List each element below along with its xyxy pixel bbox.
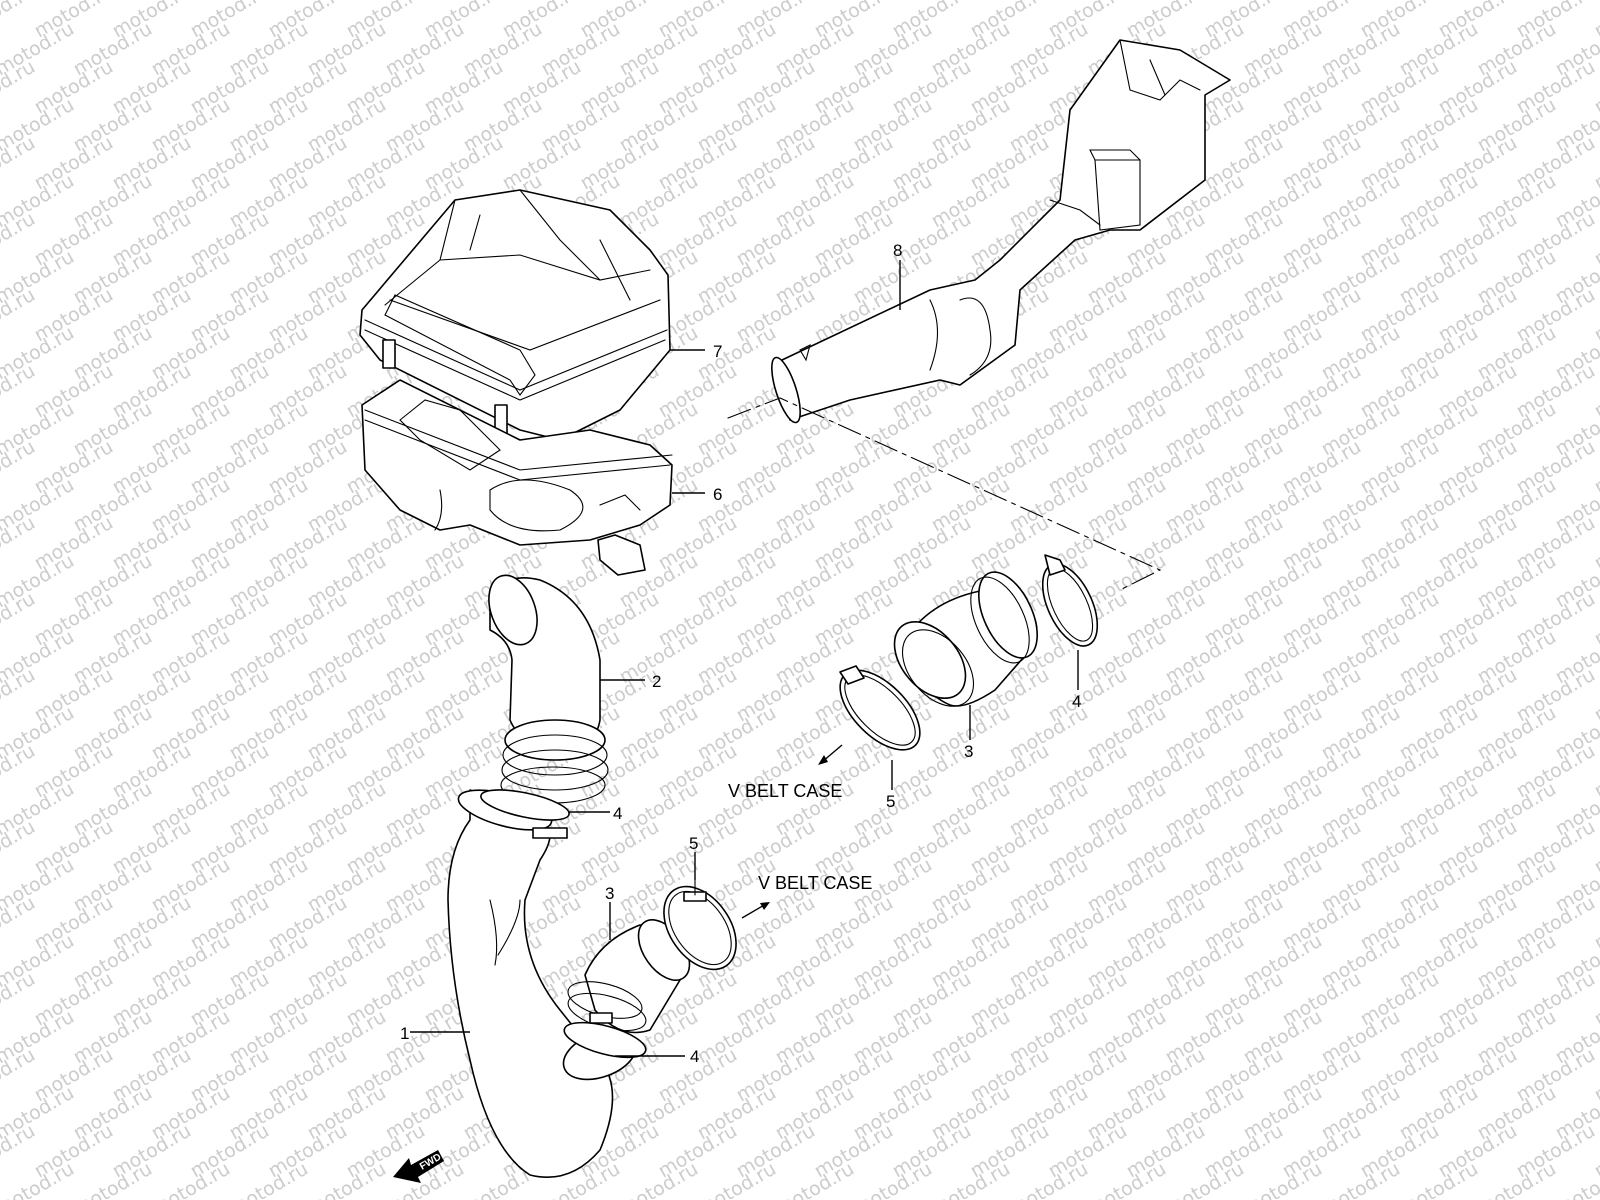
lower-clamp-5 <box>663 879 737 971</box>
outlet-elbow <box>488 574 609 804</box>
leader-lines <box>410 260 1079 1057</box>
callout-3-lower: 3 <box>605 884 614 903</box>
arrow-to-v-belt-case-upper <box>818 744 843 765</box>
callout-5-upper: 5 <box>886 792 895 811</box>
callout-3-upper: 3 <box>964 742 973 761</box>
upper-boot <box>893 571 1038 707</box>
upper-clamp-4-left <box>480 789 570 839</box>
callout-4-lower: 4 <box>690 1047 699 1066</box>
callout-8: 8 <box>893 241 902 260</box>
callout-2: 2 <box>652 672 661 691</box>
note-v-belt-case-lower: V BELT CASE <box>758 873 872 893</box>
callout-4-upper-right: 4 <box>1072 692 1081 711</box>
air-cleaner-cap <box>359 189 671 441</box>
upper-clamp-5-right <box>839 665 921 751</box>
intake-duct <box>771 39 1231 424</box>
arrow-to-v-belt-case-lower <box>741 902 770 919</box>
watermark-text: motod.ru <box>1591 0 1600 42</box>
lower-clamp-4 <box>563 1012 647 1059</box>
assembly-guide-line <box>727 397 1162 591</box>
callouts: 7 6 8 2 4 4 1 3 5 4 3 5 <box>400 241 1081 1066</box>
callout-4-upper-left: 4 <box>613 804 622 823</box>
note-v-belt-case-upper: V BELT CASE <box>728 781 842 801</box>
upper-clamp-4-right <box>1041 554 1099 647</box>
callout-6: 6 <box>713 485 722 504</box>
callout-5-lower: 5 <box>689 834 698 853</box>
air-cleaner-case <box>361 379 673 576</box>
callout-1: 1 <box>400 1024 409 1043</box>
callout-7: 7 <box>713 342 722 361</box>
